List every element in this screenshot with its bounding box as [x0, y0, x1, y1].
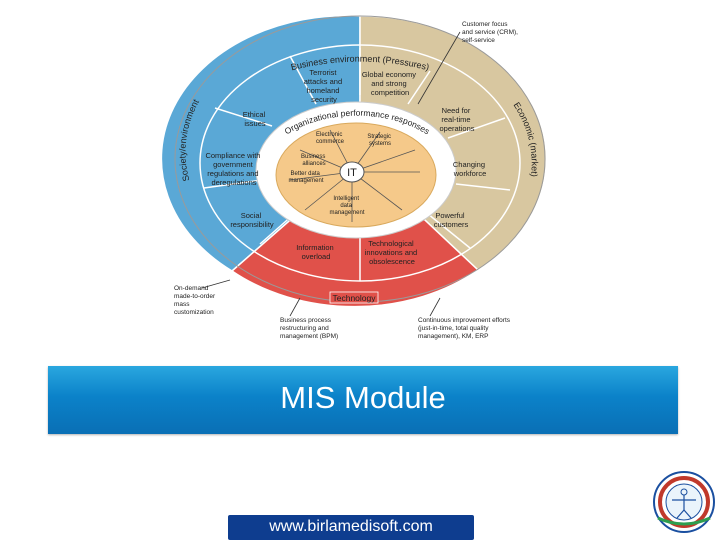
segment-tech-innovations: Technological innovations and obsolescen… [365, 239, 420, 266]
core-item-labels: Electronic commerce Strategic systems Bu… [288, 132, 392, 216]
note-customer-focus: Customer focus and service (CRM), self-s… [462, 21, 520, 44]
note-labels: Customer focus and service (CRM), self-s… [174, 21, 520, 340]
note-pointer-lines [201, 31, 461, 317]
segment-global-economy: Global economy and strong competition [362, 70, 418, 97]
segment-info-overload: Information overload [296, 243, 336, 261]
company-logo-icon [653, 471, 715, 533]
segment-need-realtime: Need for real-time operations [439, 106, 474, 133]
note-on-demand: On-demand made-to-order mass customizati… [174, 285, 217, 316]
banner-title: MIS Module [280, 380, 446, 415]
segment-ethical: Ethical issues [243, 110, 268, 128]
title-banner: MIS Module [48, 366, 678, 434]
url-box[interactable]: www.birlamedisoft.com [228, 515, 474, 540]
note-continuous: Continuous improvement efforts (just-in-… [418, 317, 512, 340]
core-alliances: Business alliances [301, 154, 327, 167]
it-core [339, 161, 365, 183]
segment-terrorist: Terrorist attacks and homeland security [304, 68, 344, 104]
segment-compliance: Compliance with government regulations a… [205, 151, 262, 187]
technology-label: Technology [332, 293, 376, 303]
segment-powerful-customers: Powerful customers [434, 211, 469, 229]
business-pressures-diagram: IT Business environment (Pressures) Soci… [160, 14, 548, 340]
core-strategic: Strategic systems [367, 134, 392, 147]
core-ecommerce: Electronic commerce [316, 132, 345, 145]
segment-dividers [203, 48, 511, 281]
note-bpm: Business process restructuring and manag… [280, 317, 338, 340]
segment-labels: Terrorist attacks and homeland security … [205, 68, 487, 266]
segment-social: Social responsibility [230, 211, 274, 229]
it-core-label: IT [347, 167, 357, 179]
website-url[interactable]: www.birlamedisoft.com [269, 518, 433, 535]
core-intelligent: Intelligent data management [329, 196, 364, 216]
core-data-mgmt: Better data management [288, 171, 323, 184]
segment-changing-workforce: Changing workforce [453, 160, 487, 178]
technology-tab [329, 291, 379, 304]
